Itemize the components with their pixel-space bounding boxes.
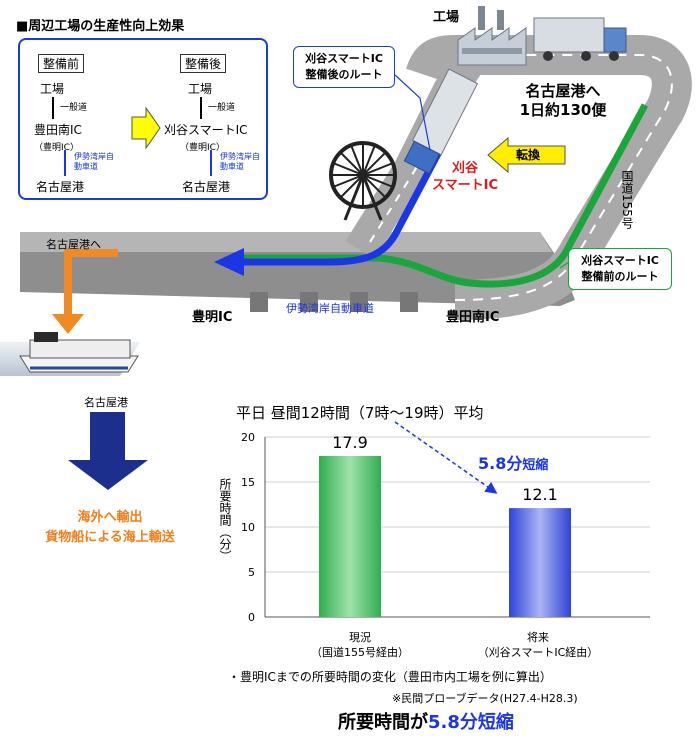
category-label-future: 将来 （刈谷スマートIC経由）	[477, 631, 599, 659]
before-road2: 伊勢湾岸自動車道	[74, 152, 114, 171]
after-dest: 名古屋港	[182, 180, 231, 194]
y-tick-label: 10	[241, 521, 255, 534]
ramp-center	[369, 91, 456, 243]
after-callout-leader	[394, 74, 431, 151]
summary-prefix: 所要時間が	[338, 712, 428, 733]
before-after-panel	[18, 38, 268, 200]
export-label: 海外へ輸出 貨物船による海上輸送	[45, 510, 175, 545]
route155-label: 国道155号	[620, 170, 634, 229]
pillar	[400, 292, 418, 312]
after-road1: 一般道	[208, 103, 236, 113]
footnote-data-source: ※民間プローブデータ(H27.4-H28.3)	[392, 692, 578, 705]
after-route-arrowhead	[214, 248, 244, 276]
after-connector-2	[210, 150, 212, 176]
toyoake-ic-label: 豊明IC	[192, 310, 233, 325]
after-route-line	[240, 148, 444, 266]
before-title: 整備前	[38, 54, 85, 73]
truck-top-icon	[533, 17, 627, 61]
chart-title: 平日 昼間12時間（7時～19時）平均	[236, 404, 484, 422]
bar-future	[509, 508, 571, 617]
before-via: （豊明IC）	[34, 143, 79, 153]
before-connector-2	[64, 150, 66, 176]
ship-illustration	[0, 332, 140, 376]
after-title: 整備後	[180, 54, 227, 73]
category-label-current: 現況 （国道155号経由）	[311, 631, 409, 659]
y-tick-label: 20	[241, 431, 255, 444]
summary-line: 所要時間が5.8分短縮	[338, 708, 514, 734]
before-ic: 豊田南IC	[34, 123, 82, 137]
to-nagoya-label: 名古屋港へ	[46, 238, 101, 251]
annotation-number: 5.8分	[478, 454, 523, 473]
nagoya-trips-label: 名古屋港へ 1日約130便	[519, 82, 607, 119]
isewan-label: 伊勢湾岸自動車道	[286, 302, 374, 315]
chart-ylabel: 所要時間（分）	[218, 478, 232, 562]
before-road1: 一般道	[60, 103, 88, 113]
footnote-method: ・豊明ICまでの所要時間の変化（豊田市内工場を例に算出）	[228, 670, 552, 684]
summary-value: 5.8分短縮	[428, 712, 514, 733]
route155-center	[454, 54, 673, 301]
bar-current	[319, 455, 381, 617]
pillar	[250, 292, 268, 312]
bar-chart: 0 5 10 15 20 17.9 12.1	[241, 431, 650, 624]
toyotaminami-ic-label: 豊田南IC	[446, 310, 500, 325]
before-connector-1	[52, 97, 54, 119]
factory-illustration	[457, 6, 527, 66]
after-road2: 伊勢湾岸自動車道	[220, 152, 260, 171]
switch-label: 転換	[516, 148, 541, 162]
chart-annotation: 5.8分短縮	[478, 450, 548, 474]
reduction-arrow	[394, 421, 498, 494]
to-nagoya-arrowhead	[52, 314, 84, 334]
truck-ramp-icon	[403, 68, 479, 175]
export-arrow	[68, 412, 148, 490]
pillar	[350, 292, 368, 312]
ferris-wheel-icon	[329, 141, 397, 221]
y-tick-label: 15	[241, 476, 255, 489]
to-nagoya-arrow	[64, 249, 118, 318]
after-connector-1	[200, 97, 202, 119]
kariya-ic-label: 刈谷 スマートIC	[432, 161, 498, 193]
after-route-callout: 刈谷スマートIC 整備後のルート	[293, 46, 395, 88]
after-via: （豊明IC）	[180, 143, 225, 153]
switch-arrow	[487, 136, 566, 174]
after-factory: 工場	[188, 82, 213, 96]
annotation-unit: 短縮	[522, 458, 549, 473]
after-ic: 刈谷スマートIC	[164, 123, 248, 137]
pillar	[300, 292, 318, 312]
y-tick-label: 5	[248, 566, 255, 579]
before-route-callout: 刈谷スマートIC 整備前のルート	[568, 248, 672, 290]
factory-label: 工場	[433, 10, 460, 25]
before-route-line	[240, 103, 649, 288]
nagoya-port-label: 名古屋港	[84, 396, 128, 409]
bar-value-label: 17.9	[332, 433, 368, 452]
y-tick-label: 0	[248, 611, 255, 624]
before-dest: 名古屋港	[36, 180, 85, 194]
expressway-top	[20, 232, 552, 252]
before-factory: 工場	[40, 82, 65, 96]
before-after-arrow	[131, 106, 161, 150]
figure-title: ■周辺工場の生産性向上効果	[16, 19, 185, 34]
bar-value-label: 12.1	[522, 485, 558, 504]
